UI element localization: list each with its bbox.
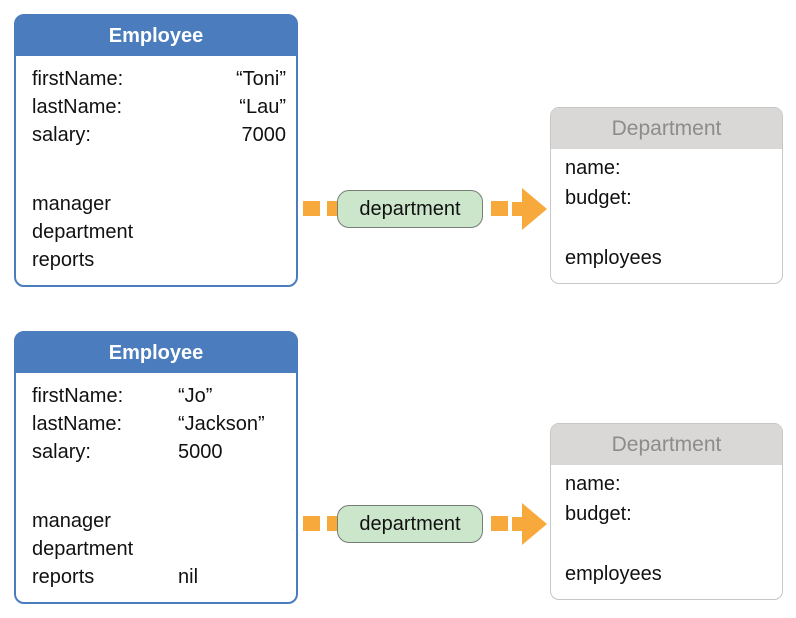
relationship-row: employees bbox=[565, 559, 772, 589]
attribute-row: name: bbox=[565, 469, 772, 499]
attribute-label: salary: bbox=[32, 441, 91, 463]
employee-box-title: Employee bbox=[16, 16, 296, 56]
relationship-label: reports bbox=[32, 566, 95, 588]
attribute-value: “Jo” bbox=[178, 385, 213, 407]
spacer bbox=[32, 149, 286, 190]
attribute-label: firstName: bbox=[32, 385, 124, 407]
relationship-row: manager bbox=[32, 507, 286, 535]
attribute-row: salary: 5000 bbox=[32, 438, 286, 466]
arrowhead-icon bbox=[512, 188, 547, 230]
arrow-dash bbox=[303, 201, 320, 216]
attribute-row: salary: 7000 bbox=[32, 121, 286, 149]
relationship-row: department bbox=[32, 535, 286, 563]
department-box-body: name: budget: employees bbox=[551, 149, 782, 273]
relationship-label: department bbox=[32, 221, 134, 243]
attribute-label: firstName: bbox=[32, 68, 124, 90]
relationship-row: reports nil bbox=[32, 563, 286, 591]
relationship-label: reports bbox=[32, 249, 95, 271]
relationship-pill-label: department bbox=[359, 512, 461, 535]
attribute-value: “Toni” bbox=[235, 68, 286, 90]
arrow-dash bbox=[491, 201, 508, 216]
attribute-value: “Lau” bbox=[239, 96, 286, 118]
employee-box-title: Employee bbox=[16, 333, 296, 373]
attribute-row: firstName: “Toni” bbox=[32, 65, 286, 93]
attribute-row: name: bbox=[565, 153, 772, 183]
attribute-label: salary: bbox=[32, 124, 91, 146]
arrow-dash bbox=[327, 201, 338, 216]
relationship-label: employees bbox=[565, 247, 662, 269]
attribute-row: lastName: “Lau” bbox=[32, 93, 286, 121]
attribute-label: name: bbox=[565, 157, 621, 179]
relationship-pill: department bbox=[337, 505, 483, 543]
relationship-label: employees bbox=[565, 563, 662, 585]
attribute-value: “Jackson” bbox=[178, 413, 265, 435]
employee-box: Employee firstName: “Toni” lastName: “La… bbox=[14, 14, 298, 287]
spacer bbox=[32, 466, 286, 507]
attribute-value: 5000 bbox=[178, 441, 223, 463]
arrow-dash bbox=[491, 516, 508, 531]
arrow-dash bbox=[303, 516, 320, 531]
relationship-value: nil bbox=[178, 566, 199, 588]
relationship-label: manager bbox=[32, 510, 111, 532]
arrow-dash bbox=[327, 516, 338, 531]
attribute-label: budget: bbox=[565, 187, 632, 209]
relationship-pill: department bbox=[337, 190, 483, 228]
relationship-row: manager bbox=[32, 190, 286, 218]
department-box: Department name: budget: employees bbox=[550, 107, 783, 284]
relationship-row: department bbox=[32, 218, 286, 246]
attribute-row: lastName: “Jackson” bbox=[32, 410, 286, 438]
attribute-row: budget: bbox=[565, 183, 772, 213]
department-box-body: name: budget: employees bbox=[551, 465, 782, 589]
relationship-pill-label: department bbox=[359, 197, 461, 220]
relationship-label: manager bbox=[32, 193, 111, 215]
department-box: Department name: budget: employees bbox=[550, 423, 783, 600]
attribute-row: budget: bbox=[565, 499, 772, 529]
arrowhead-icon bbox=[512, 503, 547, 545]
employee-box-body: firstName: “Toni” lastName: “Lau” salary… bbox=[16, 56, 296, 274]
relationship-label: department bbox=[32, 538, 134, 560]
employee-box: Employee firstName: “Jo” lastName: “Jack… bbox=[14, 331, 298, 604]
attribute-label: lastName: bbox=[32, 96, 123, 118]
department-box-title: Department bbox=[551, 424, 782, 465]
attribute-value: 7000 bbox=[241, 124, 287, 146]
relationship-row: employees bbox=[565, 243, 772, 273]
attribute-label: budget: bbox=[565, 503, 632, 525]
attribute-row: firstName: “Jo” bbox=[32, 382, 286, 410]
spacer bbox=[565, 213, 772, 243]
relationship-row: reports bbox=[32, 246, 286, 274]
employee-box-body: firstName: “Jo” lastName: “Jackson” sala… bbox=[16, 373, 296, 591]
spacer bbox=[565, 529, 772, 559]
attribute-label: name: bbox=[565, 473, 621, 495]
department-box-title: Department bbox=[551, 108, 782, 149]
attribute-label: lastName: bbox=[32, 413, 123, 435]
